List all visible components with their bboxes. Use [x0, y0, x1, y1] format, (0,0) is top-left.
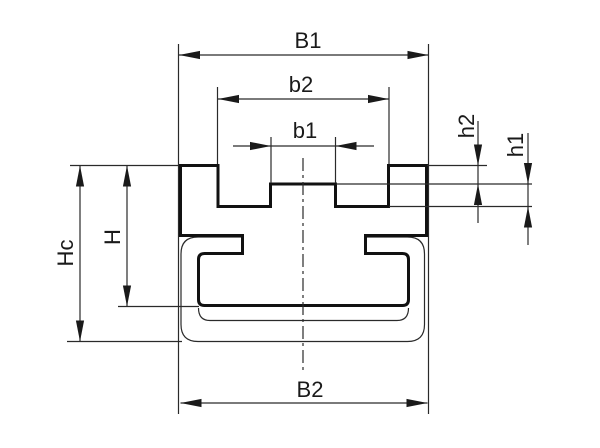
- dim-label-b1: b1: [293, 118, 317, 143]
- arrowhead-Hc-top: [75, 165, 85, 187]
- dimension-h2: h2: [454, 114, 483, 223]
- arrowhead-b2-left: [218, 94, 239, 104]
- dimension-B1: B1: [179, 28, 429, 60]
- arrowhead-h1-top: [523, 163, 533, 184]
- dim-label-H: H: [100, 229, 125, 245]
- arrowhead-H-bottom: [122, 285, 132, 307]
- arrowhead-h2-bottom: [473, 184, 483, 205]
- dim-label-h2: h2: [454, 114, 479, 138]
- arrowhead-B2-left: [180, 398, 202, 408]
- arrowhead-h2-top: [473, 144, 483, 166]
- dimension-b2: b2: [218, 72, 389, 104]
- dimension-B2: B2: [180, 377, 428, 408]
- arrowhead-b1-left: [250, 141, 271, 151]
- dim-label-Hc: Hc: [53, 240, 78, 267]
- dim-label-b2: b2: [289, 72, 313, 97]
- arrowhead-B1-left: [179, 50, 200, 60]
- arrowhead-Hc-bottom: [75, 320, 85, 342]
- dim-label-B1: B1: [295, 28, 322, 53]
- dimension-Hc: Hc: [53, 165, 85, 342]
- arrowhead-B2-right: [406, 398, 428, 408]
- dimension-h1: h1: [503, 133, 533, 245]
- dimension-b1: b1: [233, 118, 374, 151]
- arrowhead-H-top: [122, 165, 132, 187]
- dim-label-h1: h1: [503, 133, 528, 157]
- reference-level-lines: [67, 137, 532, 343]
- dimension-H: H: [100, 165, 132, 307]
- dim-label-B2: B2: [297, 377, 324, 402]
- arrowhead-b1-right: [335, 141, 357, 151]
- arrowhead-B1-right: [407, 50, 429, 60]
- arrowhead-h1-bottom: [523, 206, 533, 228]
- arrowhead-b2-right: [368, 94, 389, 104]
- steel-profile-outer-outline: [180, 236, 426, 343]
